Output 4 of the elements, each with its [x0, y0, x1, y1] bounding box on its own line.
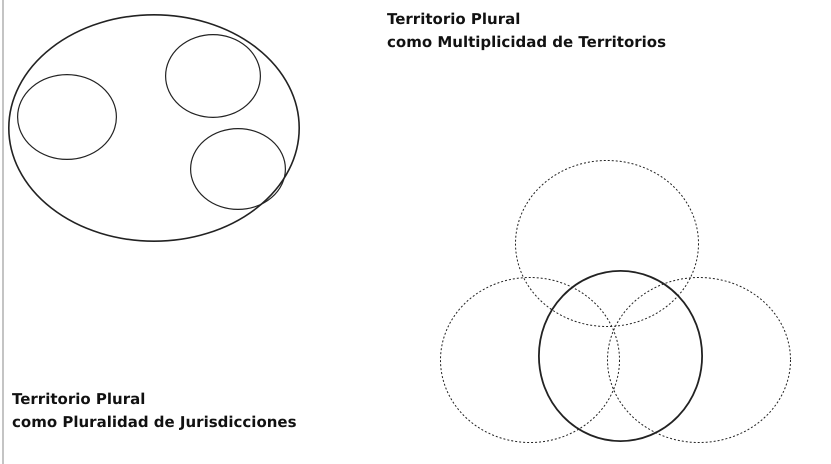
heading-text: Territorio Plural [387, 9, 520, 30]
heading-text: como Pluralidad de Jurisdicciones [12, 412, 297, 433]
heading-text: Territorio Plural [12, 389, 146, 410]
heading-text: como Multiplicidad de Territorios [387, 32, 666, 53]
